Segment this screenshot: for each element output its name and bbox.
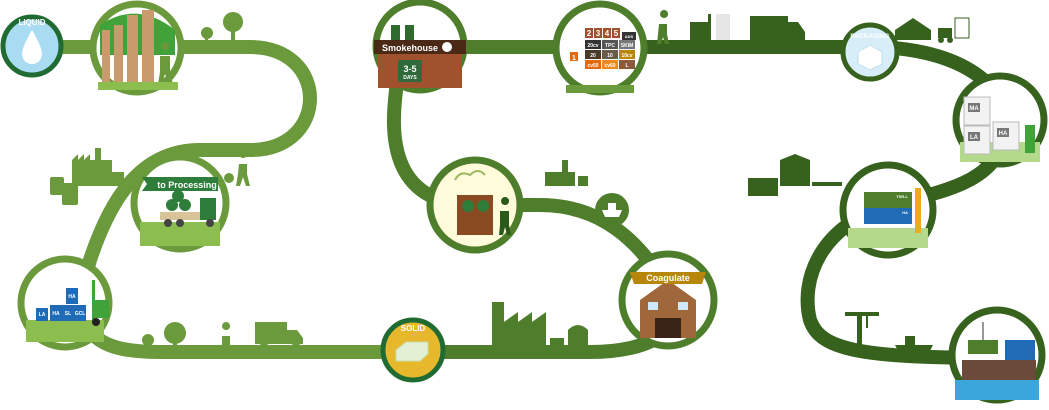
rubber-tree-icon xyxy=(102,10,154,85)
drum-label: SL xyxy=(65,311,71,317)
scene-smokehouse: Smokehouse 3-5 DAYS xyxy=(372,0,468,94)
truck-icon xyxy=(160,190,216,227)
processing-label: to Processing xyxy=(157,180,217,190)
grade-cell: 20cv xyxy=(587,43,598,49)
tote-label: HA xyxy=(999,131,1008,137)
drum-label: GCL xyxy=(75,311,86,317)
scene-ship-loading xyxy=(948,306,1046,404)
ship-icon xyxy=(895,336,933,355)
truck-icon xyxy=(255,322,303,350)
smokehouse-unit: DAYS xyxy=(403,75,417,81)
grade-cell: 20 xyxy=(590,53,596,59)
scene-coagulate: Coagulate xyxy=(618,250,718,350)
drum-label: HA xyxy=(52,311,60,317)
grade-cell: SKIM xyxy=(621,43,634,49)
grade-cell: 10cv xyxy=(621,53,632,59)
coagulate-label: Coagulate xyxy=(646,273,690,283)
scene-drum-loading: HA HA SL GCL LA xyxy=(17,255,113,351)
thermometer-icon xyxy=(442,42,452,52)
drum-label: HA xyxy=(68,294,76,300)
grade-corner: ADS xyxy=(625,34,634,39)
tote-label: LA xyxy=(970,135,979,141)
forklift-icon xyxy=(92,280,109,326)
scene-grading: 2 3 4 5 ADS 20cv TPC SKIM 20 10 10cv cv5… xyxy=(552,0,648,96)
scene-to-processing: to Processing xyxy=(130,153,230,253)
grade-number: 5 xyxy=(614,29,619,38)
grade-number: 3 xyxy=(596,29,601,38)
warehouse-icon xyxy=(748,154,842,196)
drum-label: LA xyxy=(39,312,46,318)
factory-icon xyxy=(50,148,124,205)
liquid-badge: LIQUID xyxy=(0,14,64,78)
liquid-label: LIQUID xyxy=(18,18,45,27)
package-icon xyxy=(857,44,883,71)
ship-icon xyxy=(595,193,629,227)
worker-icon xyxy=(220,322,232,352)
grade-marker: 1 xyxy=(572,55,576,62)
factory-icon xyxy=(492,302,588,352)
solid-badge: SOLID xyxy=(380,317,446,383)
tree-icon xyxy=(142,322,186,348)
forklift-icon xyxy=(1025,125,1035,153)
crane-icon xyxy=(845,312,879,356)
latex-bale-icon xyxy=(395,341,429,362)
water-drop-icon xyxy=(22,30,42,64)
latex-drop-icon xyxy=(224,173,234,183)
packaging-badge: PACKAGING xyxy=(840,22,900,82)
worker-icon xyxy=(657,10,669,44)
tote-label: MA xyxy=(969,106,979,112)
forklift-icon xyxy=(690,14,730,45)
worker-icon xyxy=(158,42,173,84)
grade-number: 4 xyxy=(605,29,610,38)
grade-cell: L xyxy=(625,63,628,69)
factory-icon xyxy=(545,160,588,186)
scene-container-loading: TSR-L HA xyxy=(839,161,937,259)
truck-icon xyxy=(750,16,805,46)
grade-cell: TPC xyxy=(605,43,615,49)
grade-cell: 10 xyxy=(607,53,613,59)
worker-icon xyxy=(499,197,511,235)
crane-icon xyxy=(915,188,921,233)
warehouse-icon xyxy=(895,17,970,43)
tree-icon xyxy=(201,12,243,44)
grade-cell: cv50 xyxy=(587,63,598,69)
container-label: TSR-L xyxy=(896,194,908,199)
container-label: HA xyxy=(902,210,908,215)
smokehouse-duration: 3-5 xyxy=(403,64,416,74)
worker-icon xyxy=(236,150,250,186)
scene-rubber-tapping xyxy=(89,0,185,96)
scene-drying xyxy=(426,156,524,254)
grade-number: 2 xyxy=(587,29,592,38)
scene-ibc-storage: MA LA HA xyxy=(952,72,1048,168)
solid-label: SOLID xyxy=(401,324,426,333)
grade-cell: cv60 xyxy=(604,63,615,69)
smokehouse-label: Smokehouse xyxy=(382,43,438,53)
packaging-label: PACKAGING xyxy=(850,33,889,40)
